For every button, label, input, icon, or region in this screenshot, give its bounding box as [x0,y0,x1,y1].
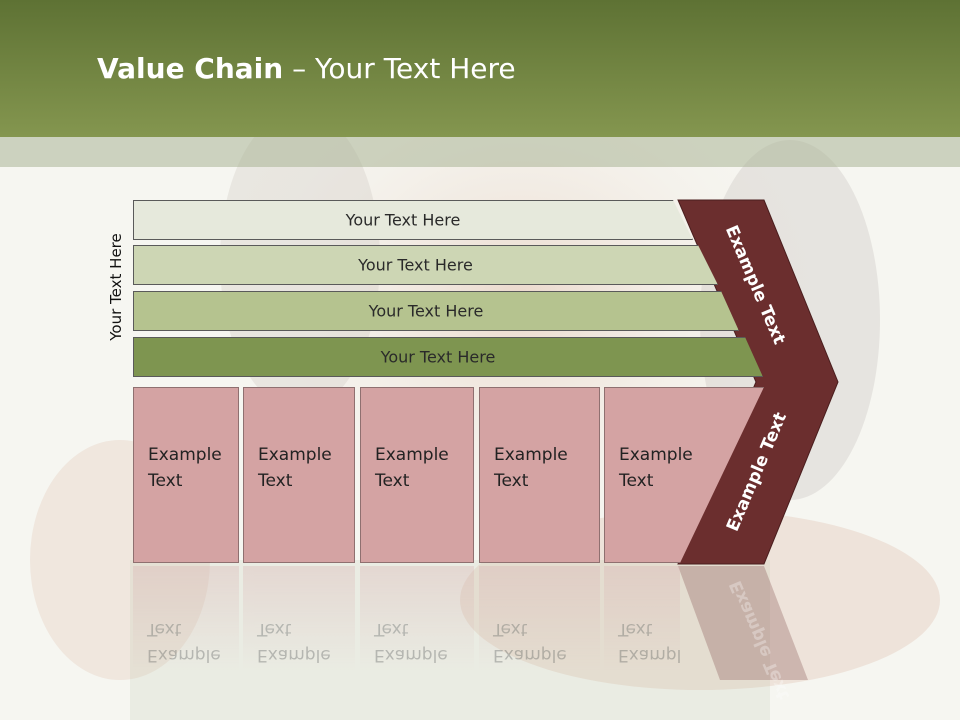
row-4: Your Text Here [133,337,763,377]
row-1-label: Your Text Here [345,210,461,230]
box-reflection-1-label: Example Text [147,619,221,665]
box-reflection-4-label: Example Text [493,619,567,665]
title-bold: Value Chain [97,52,284,85]
box-reflection-3: Example Text [360,566,474,716]
box-reflection-5-label: Example Text [618,619,680,665]
box-reflection-2: Example Text [243,566,355,716]
row-1: Your Text Here [133,200,693,240]
activity-box-3-label: Example Text [375,445,449,491]
box-reflection-4: Example Text [479,566,600,716]
header-strip [0,137,960,167]
box-reflection-2-label: Example Text [257,619,331,665]
title-rest: – Your Text Here [283,52,516,85]
activity-box-2-label: Example Text [258,445,332,491]
box-reflection-3-label: Example Text [374,619,448,665]
row-2: Your Text Here [133,245,718,285]
chevron-arrow-reflection [678,566,808,680]
activity-box-4: Example Text [479,387,600,563]
box-reflection-1: Example Text [133,566,239,716]
row-4-label: Your Text Here [380,347,496,367]
page-title: Value Chain – Your Text Here [97,52,516,85]
activity-box-3: Example Text [360,387,474,563]
activity-box-5-label: Example Text [619,445,693,491]
row-3: Your Text Here [133,291,739,331]
activity-box-4-label: Example Text [494,445,568,491]
activity-box-1: Example Text [133,387,239,563]
row-2-label: Your Text Here [358,255,473,275]
header-band [0,0,960,137]
row-3-label: Your Text Here [368,301,484,321]
box-reflection-5: Example Text [604,566,680,716]
activity-box-1-label: Example Text [148,445,222,491]
activity-box-2: Example Text [243,387,355,563]
